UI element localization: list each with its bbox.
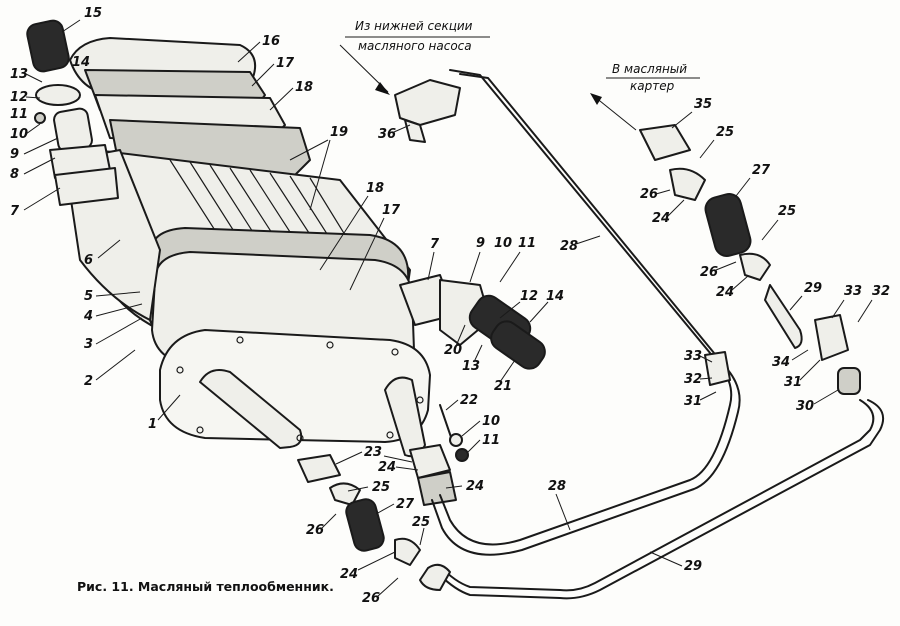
callout-label: 9: [476, 236, 485, 251]
callout-label: 28: [560, 239, 578, 254]
callout-label: 25: [716, 125, 734, 140]
callout-label: 27: [752, 163, 771, 178]
callout-label: 36: [378, 127, 396, 142]
top-right-parts: [394, 79, 861, 395]
callout-label: 14: [546, 289, 564, 304]
heat-exchanger-core: [64, 37, 431, 458]
callout-label: 25: [372, 480, 390, 495]
callout-label: 7: [430, 237, 440, 252]
callout-label: 32: [684, 372, 702, 387]
callout-label: 29: [684, 559, 702, 574]
callout-label: 14: [72, 55, 90, 70]
callout-label: 17: [382, 203, 401, 218]
callout-label: 5: [84, 289, 93, 304]
callout-label: 16: [262, 34, 280, 49]
callout-label: 25: [778, 204, 796, 219]
callout-label: 10: [482, 414, 500, 429]
note-from-pump-1: Из нижней секции: [355, 19, 473, 33]
outlet-fittings: [399, 274, 546, 370]
callout-label: 19: [330, 125, 348, 140]
callout-label: 22: [460, 393, 478, 408]
callout-label: 11: [518, 236, 536, 251]
note-from-pump-2: масляного насоса: [358, 39, 472, 53]
callout-labels: 15 14 13 12 11 10 9 8 7 16 17 18 19: [10, 6, 890, 606]
callout-label: 24: [466, 479, 484, 494]
callout-label: 20: [444, 343, 462, 358]
callout-label: 24: [378, 460, 396, 475]
callout-label: 12: [10, 90, 28, 105]
callout-label: 24: [340, 567, 358, 582]
callout-label: 4: [83, 309, 93, 324]
callout-label: 3: [84, 337, 93, 352]
callout-label: 13: [462, 359, 480, 374]
callout-label: 27: [396, 497, 415, 512]
callout-label: 29: [804, 281, 822, 296]
callout-label: 26: [640, 187, 658, 202]
callout-label: 26: [362, 591, 380, 606]
callout-label: 24: [652, 211, 670, 226]
callout-label: 18: [295, 80, 313, 95]
callout-label: 1: [148, 417, 157, 432]
callout-label: 26: [306, 523, 324, 538]
callout-label: 15: [84, 6, 102, 21]
callout-label: 12: [520, 289, 538, 304]
callout-label: 21: [494, 379, 512, 394]
flow-notes: Из нижней секции масляного насоса В масл…: [339, 19, 700, 131]
callout-label: 33: [844, 284, 862, 299]
note-to-crankcase-1: В масляный: [612, 62, 687, 76]
callout-label: 32: [872, 284, 890, 299]
callout-label: 2: [84, 374, 93, 389]
callout-label: 28: [548, 479, 566, 494]
callout-label: 31: [784, 375, 802, 390]
callout-label: 26: [700, 265, 718, 280]
callout-label: 24: [716, 285, 734, 300]
callout-label: 18: [366, 181, 384, 196]
note-to-crankcase-2: картер: [630, 79, 675, 93]
callout-label: 6: [84, 253, 93, 268]
figure-caption: Рис. 11. Масляный теплообменник.: [77, 579, 334, 594]
callout-label: 13: [10, 67, 28, 82]
callout-label: 25: [412, 515, 430, 530]
callout-label: 7: [10, 204, 20, 219]
callout-label: 34: [772, 355, 790, 370]
callout-label: 10: [494, 236, 512, 251]
left-fittings: [26, 19, 119, 206]
lower-fittings: [297, 404, 469, 566]
callout-label: 8: [10, 167, 19, 182]
callout-label: 9: [10, 147, 19, 162]
callout-label: 11: [482, 433, 500, 448]
callout-label: 23: [364, 445, 382, 460]
oil-pipes: [419, 69, 884, 600]
callout-label: 31: [684, 394, 702, 409]
callout-label: 35: [694, 97, 712, 112]
callout-label: 10: [10, 127, 28, 142]
callout-label: 33: [684, 349, 702, 364]
callout-label: 17: [276, 56, 295, 71]
callout-label: 30: [796, 399, 814, 414]
callout-label: 11: [10, 107, 28, 122]
